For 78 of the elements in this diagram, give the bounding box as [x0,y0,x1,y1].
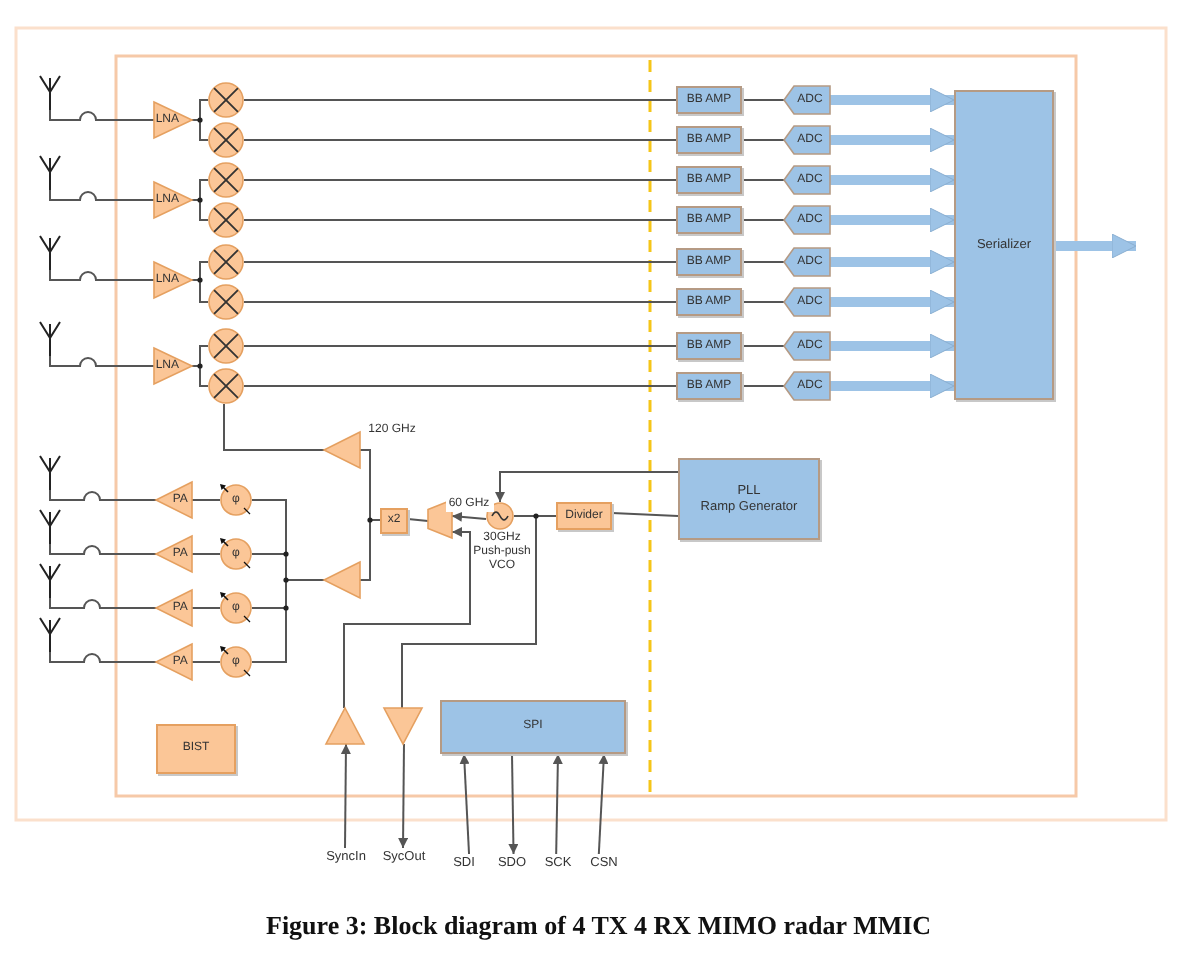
signal-line [243,139,677,141]
signal-line [741,139,785,141]
signal-line [49,109,155,121]
antenna-symbol [38,74,62,110]
block-arrow [830,289,955,315]
switch-symbol [428,500,452,538]
antenna-symbol [38,562,62,598]
antenna-symbol [38,234,62,270]
block-arrow [830,373,955,399]
signal-line [243,345,677,347]
signal-line [741,99,785,101]
signal-line [191,553,221,555]
signal-line [741,301,785,303]
arrow [459,753,471,855]
figure-caption: Figure 3: Block diagram of 4 TX 4 RX MIMO radar MMIC [266,910,932,942]
signal-line [401,515,537,709]
arrow [398,743,409,849]
signal-line [223,403,325,451]
arrow [340,743,351,849]
signal-line [243,179,677,181]
buffer-symbol [326,708,364,744]
arrow [343,527,471,709]
signal-line [243,385,677,387]
antenna-symbol [38,508,62,544]
antenna-symbol [38,454,62,490]
signal-line [251,579,325,663]
mixer-symbol [208,328,244,364]
signal-line [741,385,785,387]
mixer-symbol [208,244,244,280]
signal-line [741,219,785,221]
mixer-symbol [208,202,244,238]
signal-line [191,365,209,387]
arrow [552,753,563,855]
signal-line [49,355,155,367]
antenna-symbol [38,320,62,356]
signal-line [407,518,429,522]
arrow [597,753,609,855]
amplifier-symbol [324,432,360,468]
signal-line [49,597,157,609]
arrow [508,753,519,855]
signal-line [49,269,155,281]
block-arrow [830,87,955,113]
signal-line [741,345,785,347]
signal-line [611,512,679,517]
signal-line [49,651,157,663]
block-arrow [830,167,955,193]
antenna-symbol [38,154,62,190]
mixer-symbol [208,82,244,118]
block-arrow [830,333,955,359]
amplifier-symbol [324,562,360,598]
block-arrow [830,249,955,275]
signal-line [741,179,785,181]
mixer-symbol [208,162,244,198]
signal-line [243,261,677,263]
block-arrow [1054,233,1137,259]
mixer-symbol [208,122,244,158]
signal-line [741,261,785,263]
signal-line [49,543,157,555]
block-arrow [830,127,955,153]
mixer-symbol [208,284,244,320]
signal-line [49,489,157,501]
signal-line [243,219,677,221]
signal-line [243,301,677,303]
signal-line [191,661,221,663]
signal-line [191,607,221,609]
signal-line [49,189,155,201]
antenna-symbol [38,616,62,652]
signal-line [359,519,381,581]
mixer-symbol [208,368,244,404]
block-arrow [830,207,955,233]
buffer-symbol [384,708,422,744]
signal-line [191,499,221,501]
signal-line [191,119,209,141]
signal-line [191,199,209,221]
signal-line [243,99,677,101]
arrow [451,511,487,522]
oscillator-symbol [486,502,514,530]
arrow [495,471,679,503]
